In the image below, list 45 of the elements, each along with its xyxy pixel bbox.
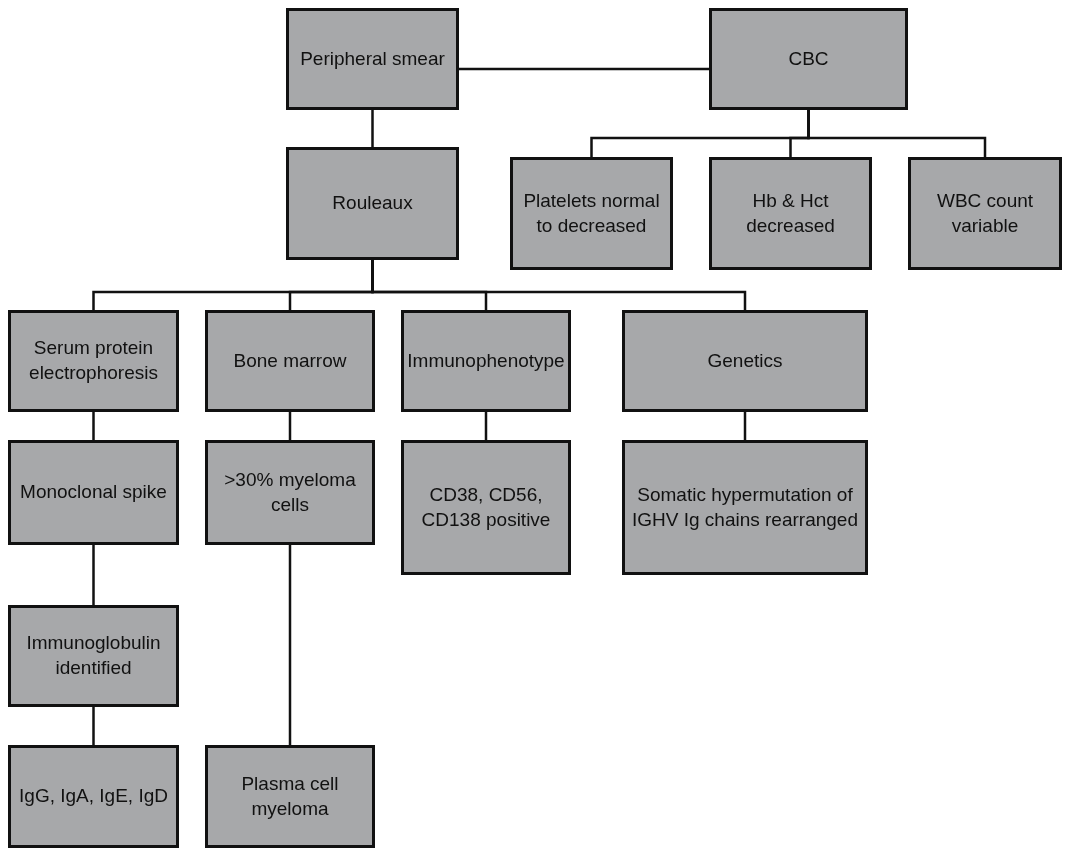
process-box: [908, 157, 1062, 270]
box-label: Hb & Hct decreased: [745, 188, 836, 238]
process-box: [205, 745, 375, 848]
box-label: Immunoglobulin identified: [25, 631, 162, 680]
connector-line: [92, 545, 95, 605]
box-label: Immunophenotype: [407, 348, 565, 373]
box-label: Serum protein electrophoresis: [28, 336, 159, 385]
connector-line: [371, 110, 374, 147]
process-box: [622, 440, 868, 575]
process-box: [510, 157, 673, 270]
box-label: Rouleaux: [332, 191, 413, 216]
process-box: [286, 8, 459, 110]
box-label: CD38, CD56, CD138 positive: [420, 482, 552, 532]
process-box: [401, 440, 571, 575]
box-label: Peripheral smear: [300, 46, 445, 71]
connector-line: [288, 545, 292, 745]
box-label: Bone marrow: [233, 348, 347, 373]
connector-line: [92, 412, 95, 440]
process-box: [205, 440, 375, 545]
box-label: Genetics: [707, 348, 783, 373]
process-box: [286, 147, 459, 260]
process-box: [622, 310, 868, 412]
box-label: CBC: [788, 46, 829, 71]
connector-line: [484, 412, 488, 440]
process-box: [709, 157, 872, 270]
connector-line: [743, 412, 747, 440]
box-label: Monoclonal spike: [20, 480, 167, 505]
connector-line: [459, 67, 709, 71]
process-box: [8, 605, 179, 707]
connector-line: [807, 110, 987, 157]
connector-line: [92, 707, 95, 745]
box-label: IgG, IgA, IgE, IgD: [19, 784, 168, 809]
connector-line: [288, 412, 292, 440]
connector-line: [371, 260, 747, 310]
process-box: [205, 310, 375, 412]
process-box: [709, 8, 908, 110]
box-label: WBC count variable: [935, 188, 1035, 238]
box-label: Platelets normal to decreased: [522, 188, 661, 238]
box-label: >30% myeloma cells: [223, 467, 357, 517]
box-label: Somatic hypermutation of IGHV Ig chains rearranged: [631, 482, 859, 532]
process-box: [8, 310, 179, 412]
process-box: [8, 745, 179, 848]
box-label: Plasma cell myeloma: [240, 771, 340, 821]
process-box: [8, 440, 179, 545]
process-box: [401, 310, 571, 412]
